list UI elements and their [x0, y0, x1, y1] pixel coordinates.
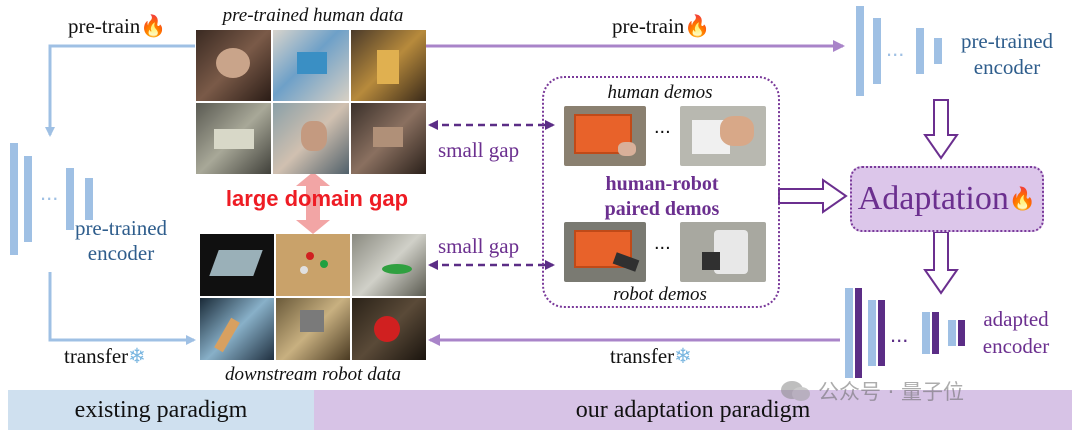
encoder-right-line2: encoder [973, 55, 1041, 79]
large-gap-label: large domain gap [225, 186, 409, 211]
transfer-left-label: transfer❄ [64, 344, 146, 368]
human-photo-6 [350, 103, 426, 174]
pretrain-left-arrow [45, 44, 195, 137]
adapted-line2: encoder [982, 334, 1050, 358]
human-data-image [196, 30, 426, 174]
encoder-to-adaptation-arrow [923, 99, 959, 160]
encoder-adapted-ellipsis: ... [890, 322, 909, 347]
watermark-text: 公众号 · 量子位 [818, 380, 965, 404]
robot-photo-6 [352, 298, 426, 360]
robot-demo-image-2 [680, 222, 766, 282]
human-demo-ellipsis: ... [654, 116, 671, 138]
encoder-right-label: pre-trained encoder [952, 28, 1062, 80]
human-demo-image-2 [680, 106, 766, 166]
human-photo-2 [273, 30, 349, 101]
encoder-left-icon [10, 143, 93, 255]
pretrain-top-label: pre-train🔥 [612, 14, 711, 38]
robot-photo-5 [276, 298, 350, 360]
robot-demo-ellipsis: ... [654, 232, 671, 254]
our-paradigm-band: our adaptation paradigm [314, 390, 1072, 430]
encoder-left-line1: pre-trained [74, 216, 168, 240]
fire-icon: 🔥 [1008, 186, 1037, 212]
adaptation-to-adapted-arrow [923, 231, 959, 295]
robot-photo-1 [200, 234, 274, 296]
human-photo-4 [196, 103, 272, 174]
robot-photo-4 [200, 298, 274, 360]
small-gap-label-2: small gap [438, 234, 520, 258]
paired-demos-box [542, 76, 780, 308]
pretrain-left-label: pre-train🔥 [68, 14, 167, 38]
robot-photo-3 [352, 234, 426, 296]
fire-icon: 🔥 [684, 14, 711, 38]
large-gap-arrow [296, 172, 330, 234]
snowflake-icon: ❄ [128, 344, 146, 368]
robot-demo-image-1 [564, 222, 646, 282]
encoder-adapted-icon [845, 288, 965, 378]
encoder-right-ellipsis: ... [886, 36, 905, 61]
human-demo-image-1 [564, 106, 646, 166]
encoder-adapted-label: adapted encoder [966, 306, 1066, 360]
existing-paradigm-band: existing paradigm [8, 390, 314, 430]
human-demos-title: human demos [607, 82, 713, 103]
small-gap-label-1: small gap [438, 138, 520, 162]
human-photo-3 [350, 30, 426, 101]
encoder-left-label: pre-trained encoder [56, 216, 186, 266]
fire-icon: 🔥 [140, 14, 167, 38]
human-photo-1 [196, 30, 272, 101]
robot-demos-title: robot demos [613, 284, 707, 305]
transfer-right-label: transfer❄ [610, 344, 692, 368]
adapted-line1: adapted [983, 307, 1049, 331]
encoder-right-icon [856, 6, 942, 96]
adaptation-box: Adaptation🔥 [850, 166, 1044, 232]
robot-data-image [200, 234, 426, 360]
human-data-title: pre-trained human data [222, 5, 404, 26]
demos-to-adaptation-arrow [778, 178, 848, 214]
our-paradigm-label: our adaptation paradigm [575, 396, 811, 423]
encoder-right-line1: pre-trained [960, 29, 1054, 53]
paired-demos-label: human-robot paired demos [546, 172, 778, 222]
paired-line1: human-robot [605, 173, 719, 195]
snowflake-icon: ❄ [674, 344, 692, 368]
human-photo-5 [273, 103, 349, 174]
transfer-left-arrow [48, 272, 196, 345]
adaptation-label: Adaptation [857, 180, 1009, 217]
paired-line2: paired demos [604, 198, 720, 220]
watermark: 公众号 · 量子位 [780, 376, 964, 406]
robot-data-title: downstream robot data [225, 364, 401, 385]
existing-paradigm-label: existing paradigm [74, 396, 248, 423]
wechat-icon [781, 381, 810, 401]
robot-photo-2 [276, 234, 350, 296]
encoder-left-line2: encoder [87, 241, 155, 265]
encoder-left-ellipsis: ... [40, 180, 59, 205]
